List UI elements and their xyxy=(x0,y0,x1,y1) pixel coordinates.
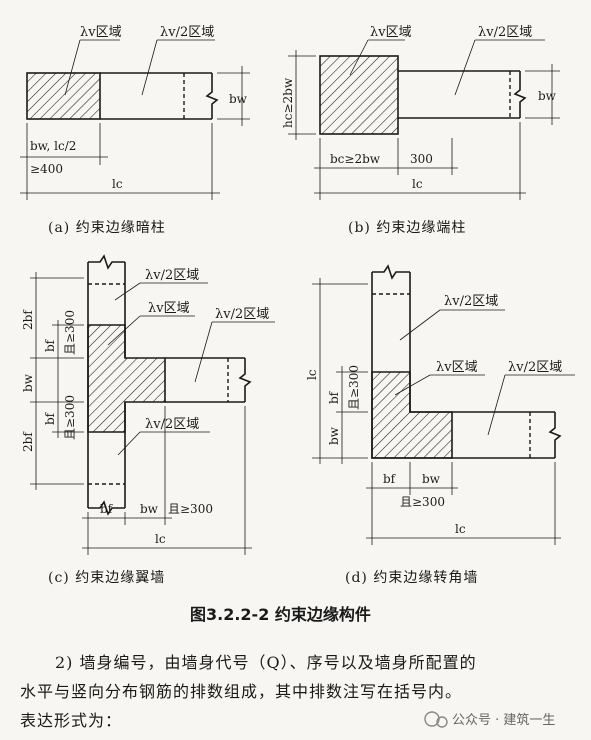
dim-hc-b: hc≥2bw xyxy=(281,77,295,128)
web-outline-c xyxy=(165,357,245,403)
label-lv-zone-b: λv区域 xyxy=(370,25,412,40)
label-lv-half-top-d: λv/2区域 xyxy=(444,294,498,309)
dim-ge300-mid-c: 且≥300 xyxy=(63,395,77,440)
dim-2bf-top-c: 2bf xyxy=(21,309,35,330)
label-lv-half-zone-a: λv/2区域 xyxy=(160,25,214,40)
diagram-c: λv/2区域 λv区域 λv/2区域 λv/2区域 2bf bw 2bf bf … xyxy=(21,254,275,586)
diagram-b: λv区域 λv/2区域 hc≥2bw bw bc≥2bw 300 lc (b) … xyxy=(281,25,560,236)
label-lv-half-right-c: λv/2区域 xyxy=(215,307,269,322)
dim-bf-bottom-c: bf xyxy=(100,502,114,516)
label-lv-half-top-c: λv/2区域 xyxy=(145,268,199,283)
body-line-1: 2) 墙身编号，由墙身代号（Q）、序号以及墙身所配置的 xyxy=(55,653,477,672)
body-line-2: 水平与竖向分布钢筋的排数组成，其中排数注写在括号内。 xyxy=(20,682,462,701)
break-top-d xyxy=(372,264,410,280)
break-right-c xyxy=(238,358,252,402)
dim-bw-c: bw xyxy=(21,373,35,392)
break-top-c xyxy=(88,254,125,270)
dim-bw-b: bw xyxy=(538,89,557,103)
caption-d: (d) 约束边缘转角墙 xyxy=(345,570,478,586)
caption-b: (b) 约束边缘端柱 xyxy=(348,220,466,236)
label-lv-zone-d: λv区域 xyxy=(436,360,478,375)
dim-ge300-top-c: 且≥300 xyxy=(63,310,77,355)
dim-bf-left-d: bf xyxy=(327,390,341,404)
dim-lc-a: lc xyxy=(112,177,123,191)
dim-2bf-bottom-c: 2bf xyxy=(21,431,35,452)
caption-a: (a) 约束边缘暗柱 xyxy=(48,220,166,236)
caption-c: (c) 约束边缘翼墙 xyxy=(48,570,165,586)
lv-zone-hatch-b xyxy=(319,55,399,135)
lv-zone-hatch-a xyxy=(26,72,101,120)
dim-bf-bottom-d: bf xyxy=(383,472,397,486)
dim-bw-lc-a: bw, lc/2 xyxy=(30,139,76,153)
watermark: 公众号 · 建筑一生 xyxy=(424,711,555,728)
dim-bw-a: bw xyxy=(229,92,248,106)
break-bottom-c xyxy=(88,500,125,516)
dim-min-a: ≥400 xyxy=(30,162,63,176)
dim-lc-c: lc xyxy=(155,532,166,546)
watermark-text: 公众号 · 建筑一生 xyxy=(452,712,555,728)
dim-lc-bottom-d: lc xyxy=(455,522,466,536)
figure-title: 图3.2.2-2 约束边缘构件 xyxy=(190,605,371,624)
wechat-icon xyxy=(424,711,440,727)
lv-zone-hatch-c xyxy=(87,324,166,433)
wall-outline-b xyxy=(398,70,520,119)
label-lv-half-right-d: λv/2区域 xyxy=(508,360,562,375)
body-line-3: 表达形式为： xyxy=(20,711,122,730)
wall-outline-a xyxy=(100,72,212,120)
diagram-a: λv区域 λv/2区域 bw bw, lc/2 ≥400 lc (a) 约束边缘… xyxy=(20,25,250,236)
dim-bf-mid-c: bf xyxy=(43,411,57,425)
dim-bf-top-c: bf xyxy=(43,338,57,352)
diagram-d: λv/2区域 λv区域 λv/2区域 lc bf 且≥300 bw bf bw … xyxy=(305,264,575,586)
dim-ge300-bottom-d: 且≥300 xyxy=(400,495,445,509)
dim-lc-b: lc xyxy=(412,177,423,191)
dim-lc-left-d: lc xyxy=(305,369,319,380)
lv-zone-hatch-d xyxy=(371,371,453,459)
dim-bc-b: bc≥2bw xyxy=(330,152,381,166)
break-right-d xyxy=(548,412,562,458)
label-lv-half-bottom-c: λv/2区域 xyxy=(145,417,199,432)
break-line-a xyxy=(205,73,219,119)
dim-ge300-bottom-c: 且≥300 xyxy=(168,502,213,516)
dim-bw-left-d: bw xyxy=(327,426,341,445)
dim-bw-bottom-d: bw xyxy=(422,472,441,486)
label-lv-half-zone-b: λv/2区域 xyxy=(478,25,532,40)
dim-bw-bottom-c: bw xyxy=(140,502,159,516)
label-lv-zone-a: λv区域 xyxy=(80,25,122,40)
label-lv-zone-c: λv区域 xyxy=(148,301,190,316)
dim-300-b: 300 xyxy=(410,152,433,166)
break-line-b xyxy=(513,71,527,118)
dim-ge300-left-d: 且≥300 xyxy=(347,365,361,410)
